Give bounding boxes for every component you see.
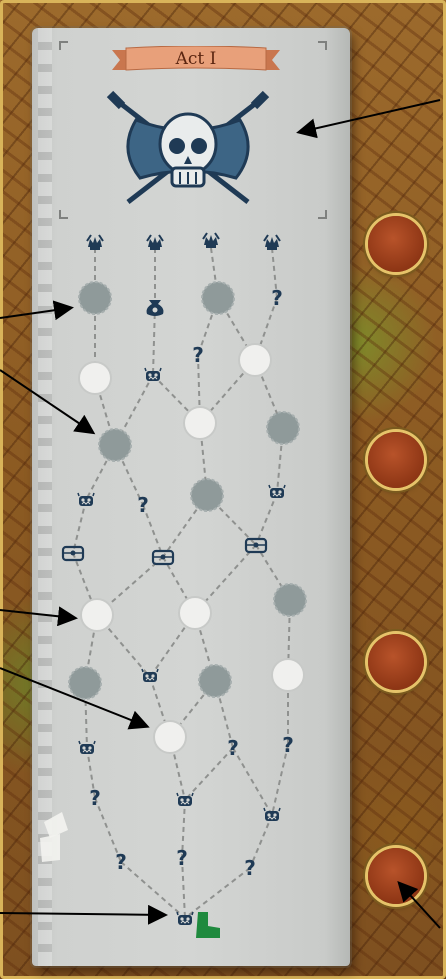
annotation-arrows xyxy=(0,0,446,979)
